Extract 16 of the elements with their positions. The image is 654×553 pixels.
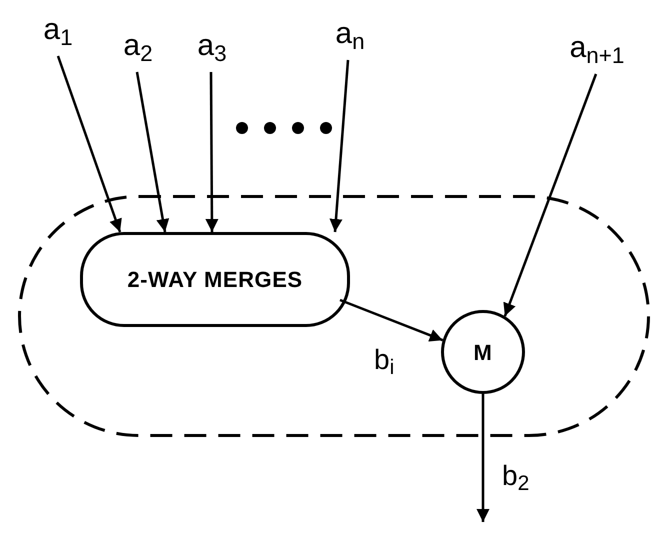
input-label: a$_{3}$ xyxy=(197,31,227,61)
dashed-boundary xyxy=(18,195,650,437)
arrow xyxy=(503,74,598,317)
arrow xyxy=(136,72,170,232)
process-label: 2-WAY MERGES xyxy=(127,266,303,294)
arrow xyxy=(56,56,122,232)
input-label: a$_{1}$ xyxy=(43,15,73,45)
input-label: a$_{n+1}$ xyxy=(570,33,624,63)
arrow xyxy=(476,394,490,522)
arrow xyxy=(205,72,218,232)
input-label: a$_{2}$ xyxy=(123,31,153,61)
arrow xyxy=(340,298,444,342)
node-label: M xyxy=(474,338,492,366)
process-box xyxy=(80,232,350,327)
arrow xyxy=(330,60,350,232)
input-label: a$_{n}$ xyxy=(335,19,365,49)
